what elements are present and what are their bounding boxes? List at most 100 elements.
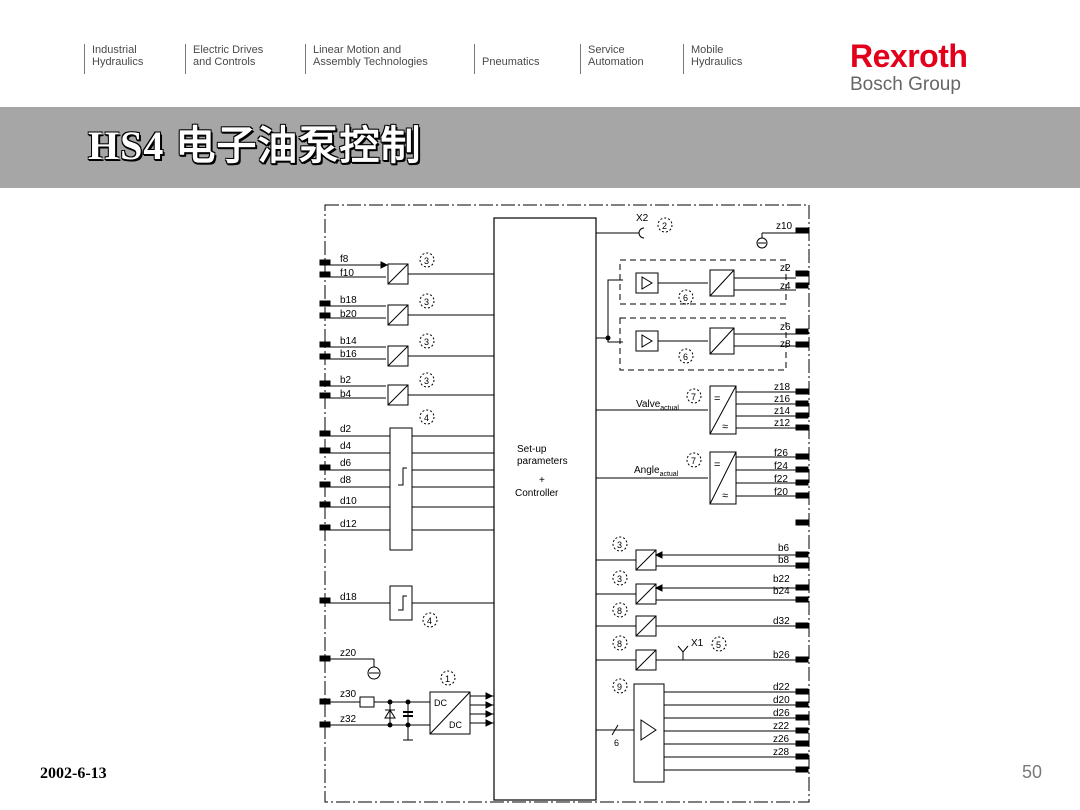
angle-text: Angle xyxy=(634,465,660,476)
circle-3f: 3 xyxy=(617,574,622,584)
nav-pneumatics: Pneumatics xyxy=(474,44,539,74)
controller-line-4: Controller xyxy=(515,488,559,499)
bus-count: 6 xyxy=(614,738,619,748)
pin-f22: f22 xyxy=(774,474,788,485)
logo-brand: Rexroth xyxy=(850,38,968,74)
x2-label: X2 xyxy=(636,213,649,224)
pin-b20: b20 xyxy=(340,309,357,320)
pin-b6: b6 xyxy=(778,543,790,554)
controller-block xyxy=(493,217,597,801)
footer-date: 2002-6-13 xyxy=(40,765,107,782)
pin-z26: z26 xyxy=(773,734,790,745)
pin-d18: d18 xyxy=(340,592,357,603)
circle-3b: 3 xyxy=(424,297,429,307)
logo-subtitle: Bosch Group xyxy=(850,74,961,95)
pin-d10: d10 xyxy=(340,496,357,507)
circle-2: 2 xyxy=(662,221,667,231)
circle-8a: 8 xyxy=(617,606,622,616)
circle-1: 1 xyxy=(445,674,450,684)
circle-7b: 7 xyxy=(691,456,696,466)
pin-b14: b14 xyxy=(340,336,357,347)
input-group-b18-b20: b18 b20 3 xyxy=(319,293,494,326)
pin-z8: z8 xyxy=(780,339,791,350)
circle-3e: 3 xyxy=(617,540,622,550)
circle-9: 9 xyxy=(617,682,622,692)
nav-service-automation: Service Automation xyxy=(580,44,644,74)
angle-actual-group: Angleactual 7 = ≈ f26 f24 f22 f20 xyxy=(596,448,809,526)
nav-mobile-hydraulics: Mobile Hydraulics xyxy=(683,44,742,74)
nav-line1 xyxy=(482,44,539,56)
valve-label: Valveactual xyxy=(636,399,679,412)
controller-line-3: + xyxy=(539,475,545,486)
pin-z30: z30 xyxy=(340,689,357,700)
pin-z2: z2 xyxy=(780,263,791,274)
nav-linear-motion: Linear Motion and Assembly Technologies xyxy=(305,44,428,74)
pin-d22: d22 xyxy=(773,682,790,693)
nav-industrial-hydraulics: Industrial Hydraulics xyxy=(84,44,143,74)
nav-line2: Assembly Technologies xyxy=(313,56,428,68)
circle-3d: 3 xyxy=(424,376,429,386)
x2-connector-z10: X2 2 z10 xyxy=(596,213,809,249)
pin-d20: d20 xyxy=(773,695,790,706)
pin-f8: f8 xyxy=(340,254,349,265)
circle-4b: 4 xyxy=(427,616,432,626)
dc-in-label: DC xyxy=(434,698,447,708)
pin-b16: b16 xyxy=(340,349,357,360)
nav-line2: Hydraulics xyxy=(691,56,743,68)
pin-z6: z6 xyxy=(780,322,791,333)
pin-z14: z14 xyxy=(774,406,791,417)
controller-line-2: parameters xyxy=(517,456,568,467)
pin-f10: f10 xyxy=(340,268,354,279)
diagram-frame xyxy=(324,204,810,803)
input-group-f8-f10: f8 f10 3 xyxy=(319,252,494,285)
pin-d2: d2 xyxy=(340,424,352,435)
pin-b2: b2 xyxy=(340,375,352,386)
circle-3c: 3 xyxy=(424,337,429,347)
pin-z20: z20 xyxy=(340,648,357,659)
valve-text: Valve xyxy=(636,399,661,410)
pin-z4: z4 xyxy=(780,281,791,292)
input-group-d18: d18 4 xyxy=(319,585,494,628)
angle-tilde-icon: ≈ xyxy=(722,490,728,502)
pin-b24: b24 xyxy=(773,586,790,597)
valve-tilde-icon: ≈ xyxy=(722,421,728,433)
nav-line1: Electric Drives xyxy=(193,44,264,56)
circle-3a: 3 xyxy=(424,256,429,266)
pin-z28: z28 xyxy=(773,747,790,758)
right-input-b22-b24: 3 b22 b24 xyxy=(596,570,809,605)
angle-label: Angleactual xyxy=(634,465,679,478)
pin-b26: b26 xyxy=(773,650,790,661)
circle-7a: 7 xyxy=(691,392,696,402)
pin-z18: z18 xyxy=(774,382,791,393)
pin-z16: z16 xyxy=(774,394,791,405)
pin-b22: b22 xyxy=(773,574,790,585)
pin-f20: f20 xyxy=(774,487,788,498)
rexroth-logo: Rexroth Bosch Group xyxy=(850,38,968,96)
dc-out-label: DC xyxy=(449,720,462,730)
pin-d4: d4 xyxy=(340,441,352,452)
pin-d26: d26 xyxy=(773,708,790,719)
nav-electric-drives: Electric Drives and Controls xyxy=(185,44,263,74)
circle-6a: 6 xyxy=(683,293,688,303)
input-group-z20: z20 xyxy=(319,648,381,680)
pin-z12: z12 xyxy=(774,418,791,429)
angle-actual-sub: actual xyxy=(660,471,679,478)
page-number: 50 xyxy=(1022,762,1043,782)
pin-z10: z10 xyxy=(776,221,793,232)
input-group-d2-d12: 4 d2 d4 d6 d8 d10 d12 xyxy=(319,409,494,551)
nav-line1: Mobile xyxy=(691,44,724,56)
nav-line1: Service xyxy=(588,44,625,56)
circle-8b: 8 xyxy=(617,639,622,649)
nav-line1: Industrial xyxy=(92,44,137,56)
circle-6b: 6 xyxy=(683,352,688,362)
output-group-z6-z8: 6 z6 z8 xyxy=(605,280,809,371)
controller-line-1: Set-up xyxy=(517,444,547,455)
hs4-block-diagram: Set-up parameters + Controller f8 f10 3 … xyxy=(318,200,818,810)
circle-4a: 4 xyxy=(424,413,429,423)
pin-b8: b8 xyxy=(778,555,790,566)
power-input-z30-z32: z30 z32 DC DC 1 xyxy=(319,670,494,741)
title-band xyxy=(0,107,1080,188)
output-group-z2-z4: 6 z2 z4 xyxy=(596,259,809,339)
pin-d8: d8 xyxy=(340,475,352,486)
pin-d12: d12 xyxy=(340,519,357,530)
